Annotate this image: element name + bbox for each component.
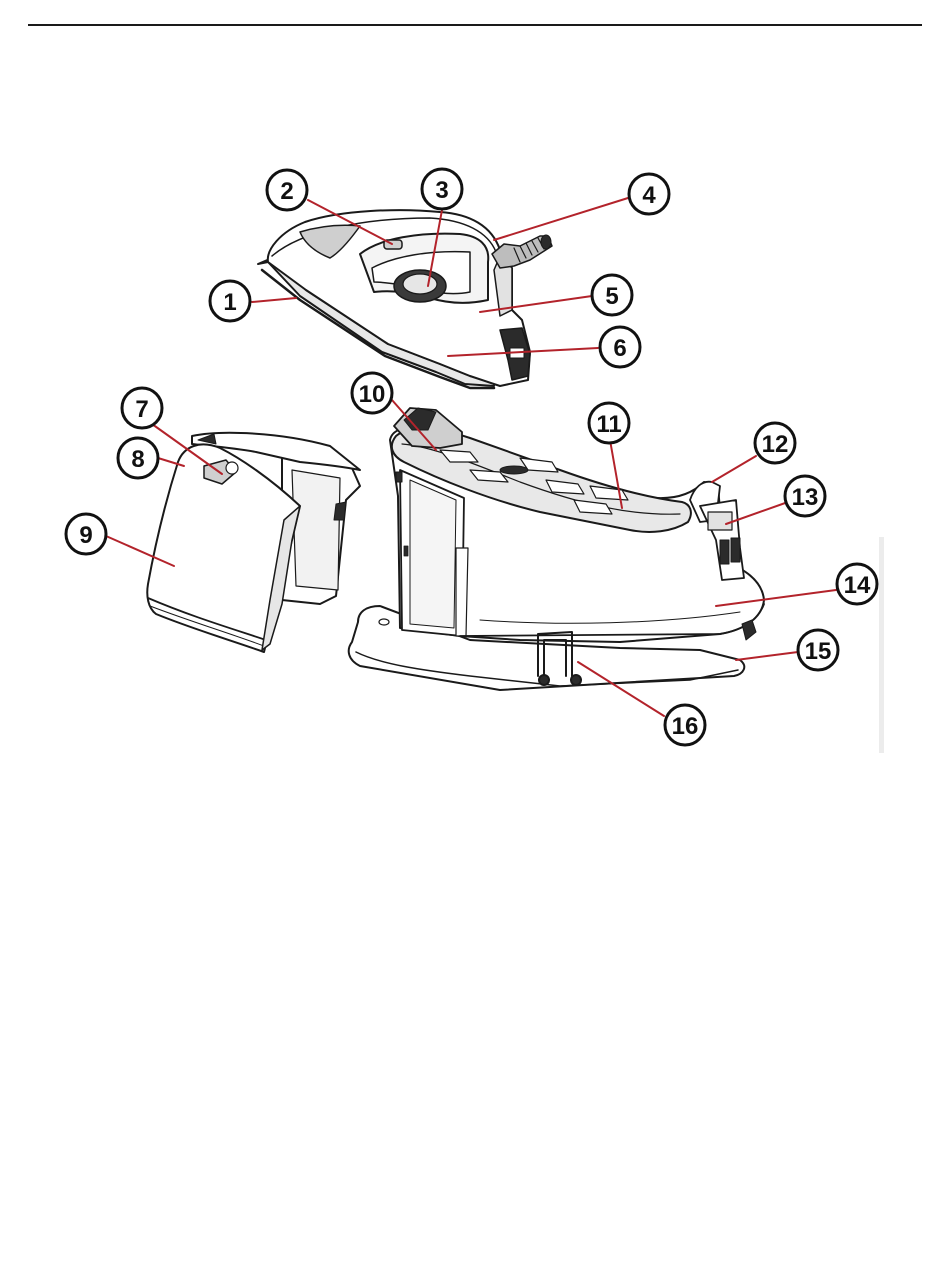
callout-label-7: 7	[135, 396, 148, 423]
callout-label-6: 6	[613, 335, 626, 362]
callout-label-14: 14	[844, 572, 871, 599]
leader-line-12	[712, 456, 756, 482]
callout-10: 10	[352, 373, 392, 413]
iron-illustration	[258, 210, 552, 388]
callout-label-13: 13	[792, 484, 819, 511]
leader-line-1	[252, 298, 296, 302]
leader-line-4	[494, 198, 628, 240]
callout-8: 8	[118, 438, 158, 478]
callout-12: 12	[755, 423, 795, 463]
callout-4: 4	[629, 174, 669, 214]
callout-label-1: 1	[223, 289, 236, 316]
callout-label-11: 11	[596, 411, 621, 438]
callout-label-16: 16	[672, 713, 699, 740]
callout-2: 2	[267, 170, 307, 210]
callout-label-4: 4	[642, 182, 656, 209]
callout-label-8: 8	[131, 446, 144, 473]
callout-label-15: 15	[805, 638, 832, 665]
leader-line-15	[736, 652, 798, 660]
callout-11: 11	[589, 403, 629, 443]
water-tank-illustration	[147, 433, 360, 652]
callout-label-12: 12	[762, 431, 789, 458]
callout-label-5: 5	[605, 283, 618, 310]
callout-label-9: 9	[79, 522, 92, 549]
callout-13: 13	[785, 476, 825, 516]
callout-1: 1	[210, 281, 250, 321]
callout-7: 7	[122, 388, 162, 428]
callout-5: 5	[592, 275, 632, 315]
callout-16: 16	[665, 705, 705, 745]
callout-label-3: 3	[435, 177, 448, 204]
base-station-illustration	[349, 408, 764, 690]
callout-9: 9	[66, 514, 106, 554]
callout-6: 6	[600, 327, 640, 367]
callout-15: 15	[798, 630, 838, 670]
callout-3: 3	[422, 169, 462, 209]
callout-label-2: 2	[280, 178, 293, 205]
callout-label-10: 10	[359, 381, 386, 408]
callout-14: 14	[837, 564, 877, 604]
